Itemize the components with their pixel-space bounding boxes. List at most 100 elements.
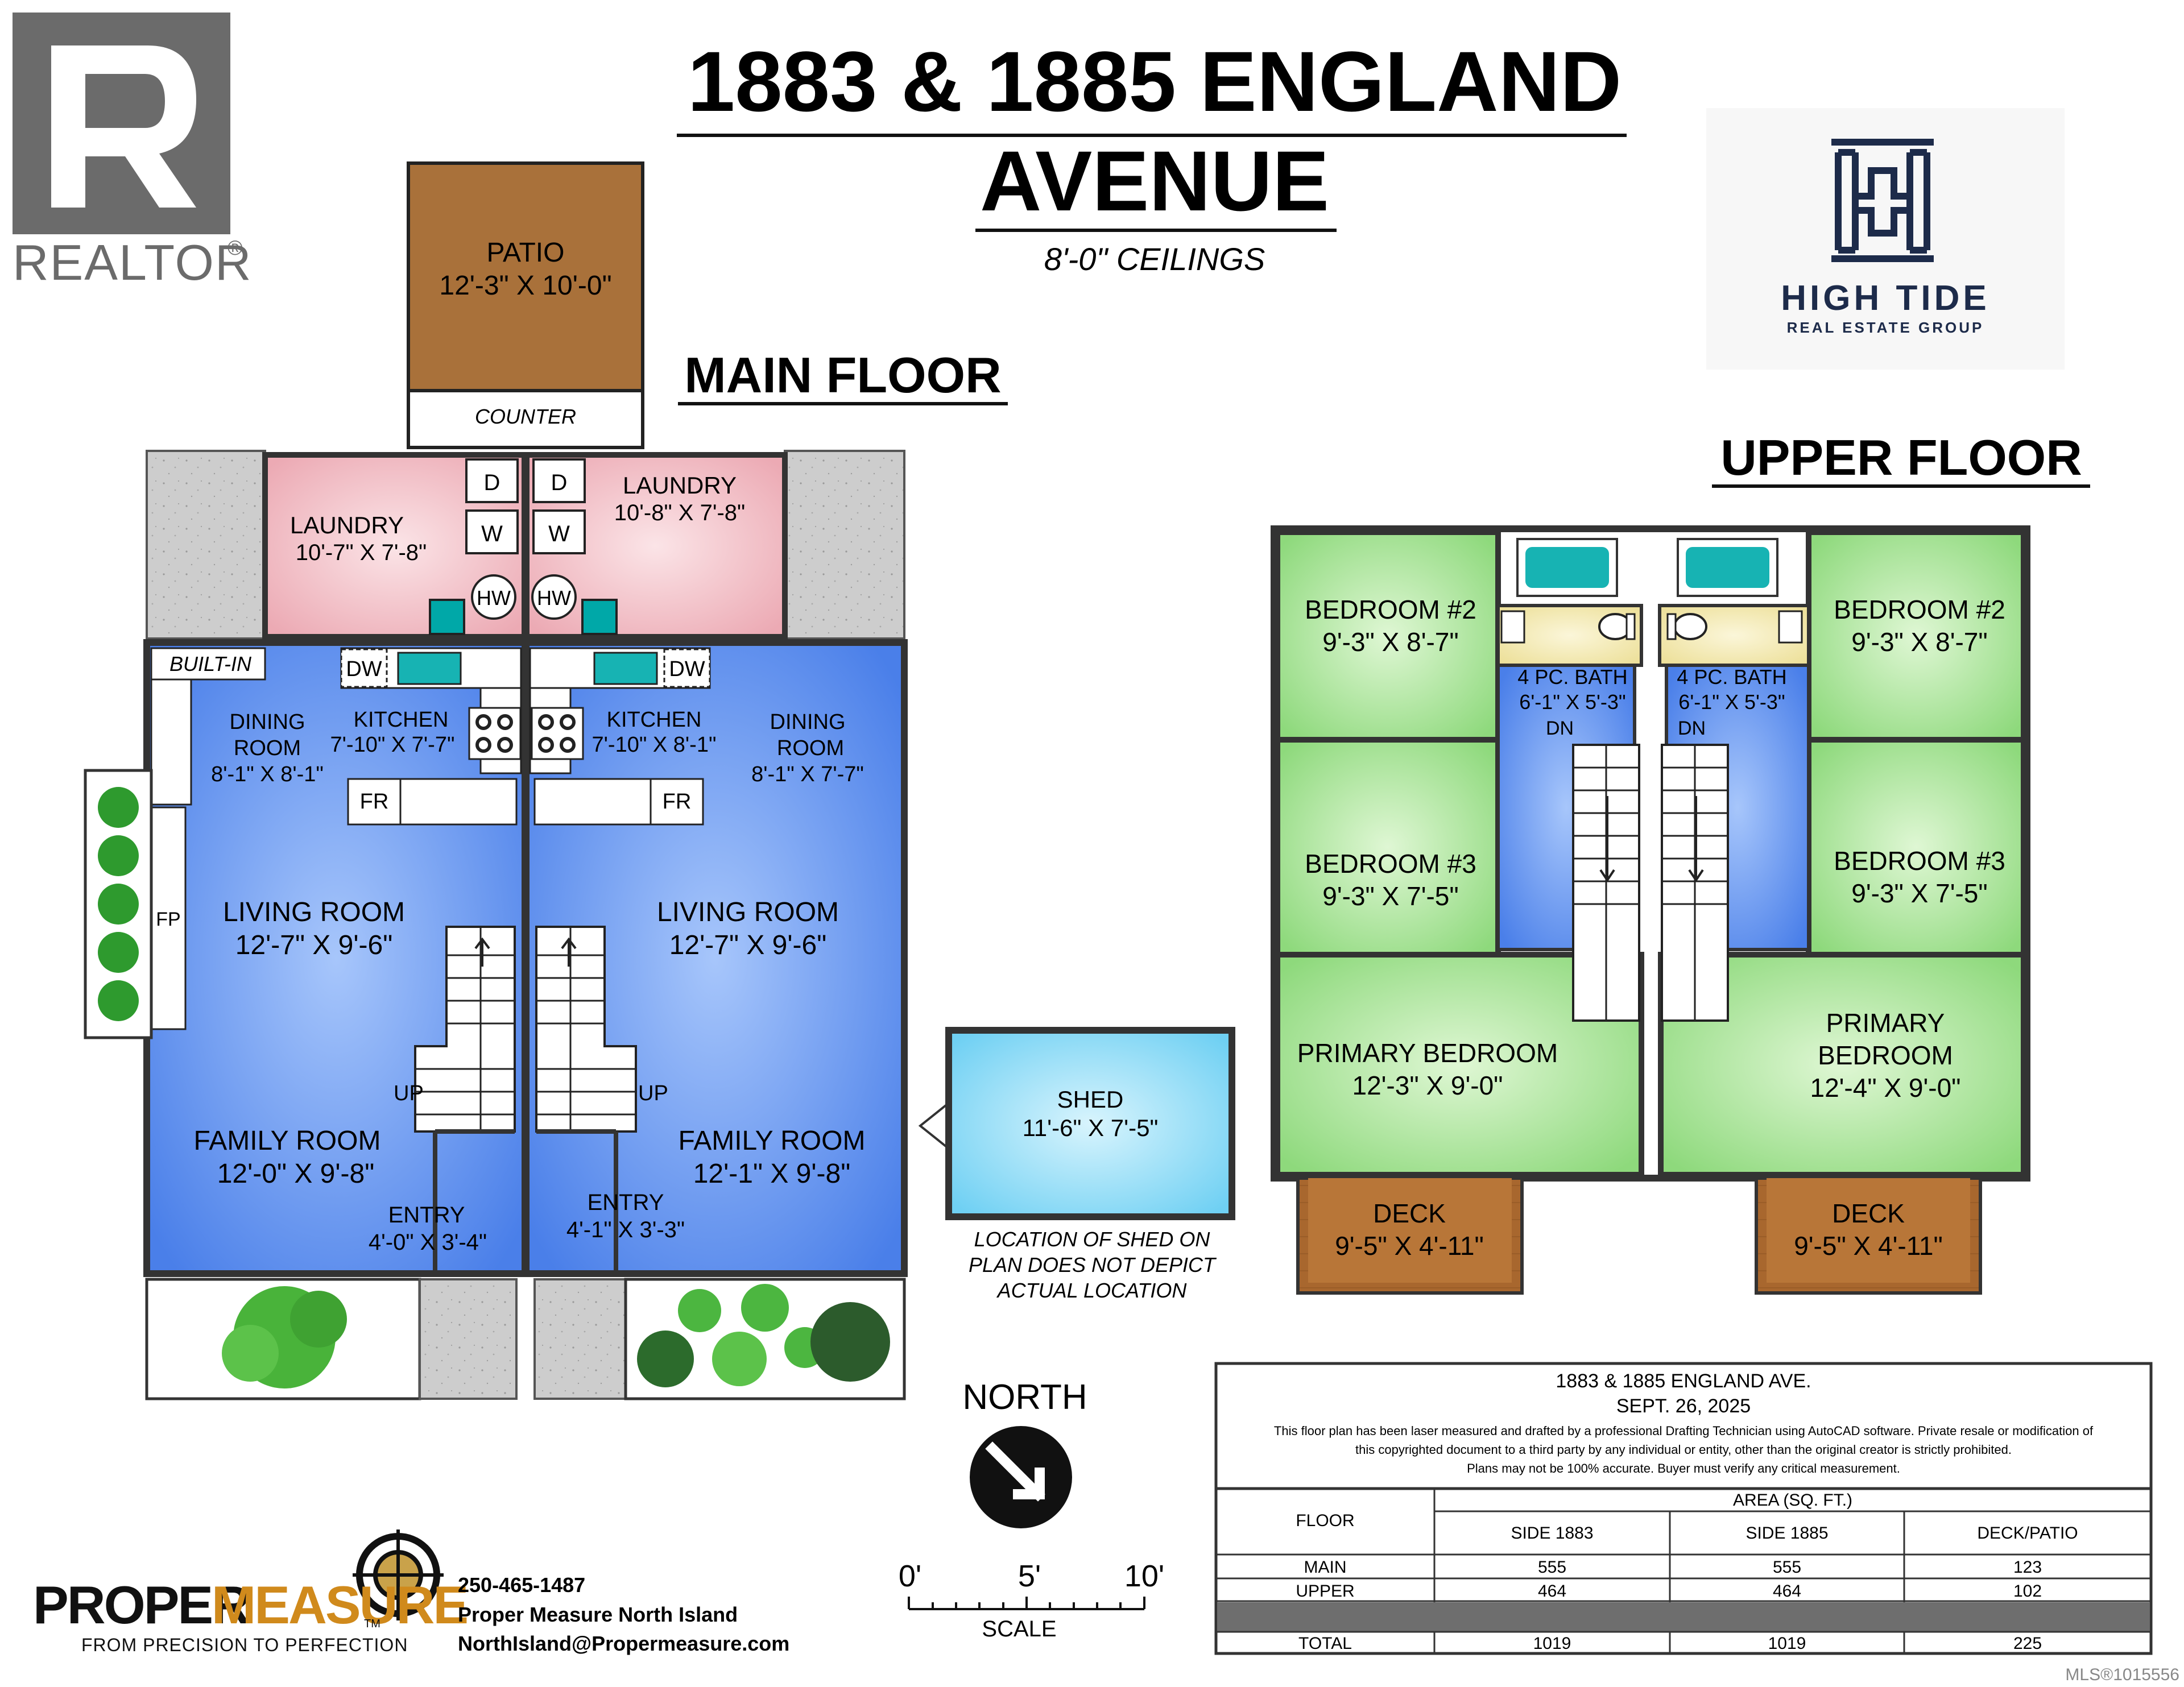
fridge-left: FR [347,778,402,826]
contact-email: NorthIsland@Propermeasure.com [458,1632,789,1655]
living-room-right-dims: 12'-7" X 9'-6" [669,930,827,960]
contact-company: Proper Measure North Island [458,1603,738,1626]
kitchen-left-label: KITCHEN [354,708,449,732]
stove-left [468,707,522,760]
title-line-2: AVENUE [980,133,1329,229]
table-row-main-1885: 555 [1773,1558,1801,1577]
svg-text:4'-1" X 3'-3": 4'-1" X 3'-3" [566,1217,685,1242]
table-spacer-row [1217,1602,2150,1632]
area-info-table: 1883 & 1885 ENGLAND AVE. SEPT. 26, 2025 … [1214,1362,2153,1655]
svg-text:5': 5' [1018,1559,1041,1593]
svg-text:FR: FR [360,790,389,814]
fireplace: FP [150,806,187,1030]
front-yard-right [624,1278,906,1400]
dining-room-left-dims: 8'-1" X 8'-1" [211,762,324,786]
table-col-deck-patio: DECK/PATIO [1977,1524,2078,1543]
primary-bedroom-left-dims: 12'-3" X 9'-0" [1352,1071,1503,1100]
bathtub-left-basin [1525,547,1609,588]
bedroom-2-right-label: BEDROOM #2 [1834,595,2005,624]
concrete-pad-left [146,450,266,640]
bedroom-2-left-dims: 9'-3" X 8'-7" [1322,627,1458,657]
living-room-right-label: LIVING ROOM [657,897,839,927]
svg-text:W: W [548,521,570,546]
svg-text:ENTRY: ENTRY [588,1190,664,1215]
realtor-reg-mark: ® [228,236,243,259]
stove-right [531,707,584,760]
washer-right: W [532,509,586,554]
svg-text:HW: HW [477,586,511,610]
table-row-main-label: MAIN [1304,1558,1347,1577]
kitchen-right-label: KITCHEN [607,708,702,732]
walkway-left [419,1278,518,1400]
stairs-main-left: UP [394,926,516,1133]
svg-text:9'-5" X 4'-11": 9'-5" X 4'-11" [1794,1231,1943,1261]
counter: COUNTER [407,389,644,449]
table-row-total-label: TOTAL [1298,1634,1352,1653]
kitchen-sink-right [593,652,658,685]
brand-slogan: FROM PRECISION TO PERFECTION [81,1635,408,1655]
svg-text:10'-7" X 7'-8": 10'-7" X 7'-8" [296,540,427,565]
bath-left-label: 4 PC. BATH [1517,665,1627,689]
svg-text:DW: DW [346,657,382,681]
title-line-1: 1883 & 1885 ENGLAND [688,34,1622,129]
deck-right: DECK 9'-5" X 4'-11" [1755,1176,1982,1295]
family-room-right-label: FAMILY ROOM [679,1126,866,1156]
living-room-left-dims: 12'-7" X 9'-6" [235,930,393,960]
hot-water-tank-right: HW [531,574,577,620]
dining-room-right-label-2: ROOM [777,736,844,760]
svg-text:DW: DW [669,657,705,681]
shed-note-line-2: PLAN DOES NOT DEPICT [969,1253,1217,1276]
table-row-total-1885: 1019 [1768,1634,1806,1653]
scale-bar: 0' 5' 10' SCALE [899,1559,1164,1642]
family-room-left-dims: 12'-0" X 9'-8" [217,1159,375,1189]
svg-text:LAUNDRY: LAUNDRY [290,512,404,538]
bathtub-right-basin [1686,547,1769,588]
primary-bedroom-left-label: PRIMARY BEDROOM [1297,1038,1558,1068]
svg-text:SHED: SHED [1057,1086,1124,1113]
bedroom-2-left [1275,529,1501,743]
svg-text:0': 0' [899,1559,921,1593]
upper-floor-heading: UPPER FLOOR [1720,429,2082,486]
hot-water-tank-left: HW [471,574,516,620]
deck-left: DECK 9'-5" X 4'-11" [1296,1176,1524,1295]
svg-text:DECK: DECK [1373,1199,1446,1228]
kitchen-right-dims: 7'-10" X 8'-1" [592,733,717,757]
svg-text:10': 10' [1124,1559,1164,1593]
stairs-upper-left [1572,744,1640,1022]
stairs-upper-right [1661,744,1729,1022]
svg-text:PATIO: PATIO [487,238,565,268]
entry-left: ENTRY 4'-0" X 3'-4" [369,1129,515,1274]
north-arrow-icon [970,1426,1072,1528]
bedroom-3-right-label: BEDROOM #3 [1834,846,2005,876]
svg-text:HW: HW [537,586,571,610]
proper-measure-logo: PROPER MEASURE TM FROM PRECISION TO PERF… [33,1530,469,1655]
svg-text:COUNTER: COUNTER [475,405,576,428]
svg-text:UP: UP [394,1081,424,1105]
bedroom-3-left-label: BEDROOM #3 [1305,849,1476,878]
table-row-main-1883: 555 [1538,1558,1566,1577]
table-row-upper-1883: 464 [1538,1582,1566,1601]
table-row-upper-1885: 464 [1773,1582,1801,1601]
laundry-sink-left [429,599,465,635]
svg-text:SCALE: SCALE [982,1616,1056,1642]
table-row-total-1883: 1019 [1533,1634,1571,1653]
svg-text:DECK: DECK [1832,1199,1905,1228]
washer-left: W [465,509,519,554]
brokerage-tagline: REAL ESTATE GROUP [1787,319,1984,336]
shed-note-line-1: LOCATION OF SHED ON [974,1228,1211,1251]
walkway-right [533,1278,627,1400]
realtor-wordmark: REALTOR [13,234,253,291]
stairs-left-dn: DN [1546,718,1574,739]
primary-bedroom-right-dims: 12'-4" X 9'-0" [1810,1073,1960,1102]
entry-right: ENTRY 4'-1" X 3'-3" [536,1129,685,1274]
built-in-cabinet: BUILT-IN [150,647,266,806]
table-area-header: AREA (SQ. FT.) [1733,1491,1852,1510]
brand-measure: MEASURE [212,1575,467,1635]
realtor-logo: REALTOR ® [13,13,253,291]
concrete-pad-right [784,450,905,640]
dryer-left: D [465,458,519,503]
svg-text:D: D [484,470,500,495]
brokerage-name: HIGH TIDE [1781,279,1989,318]
kitchen-sink-left [397,652,462,685]
